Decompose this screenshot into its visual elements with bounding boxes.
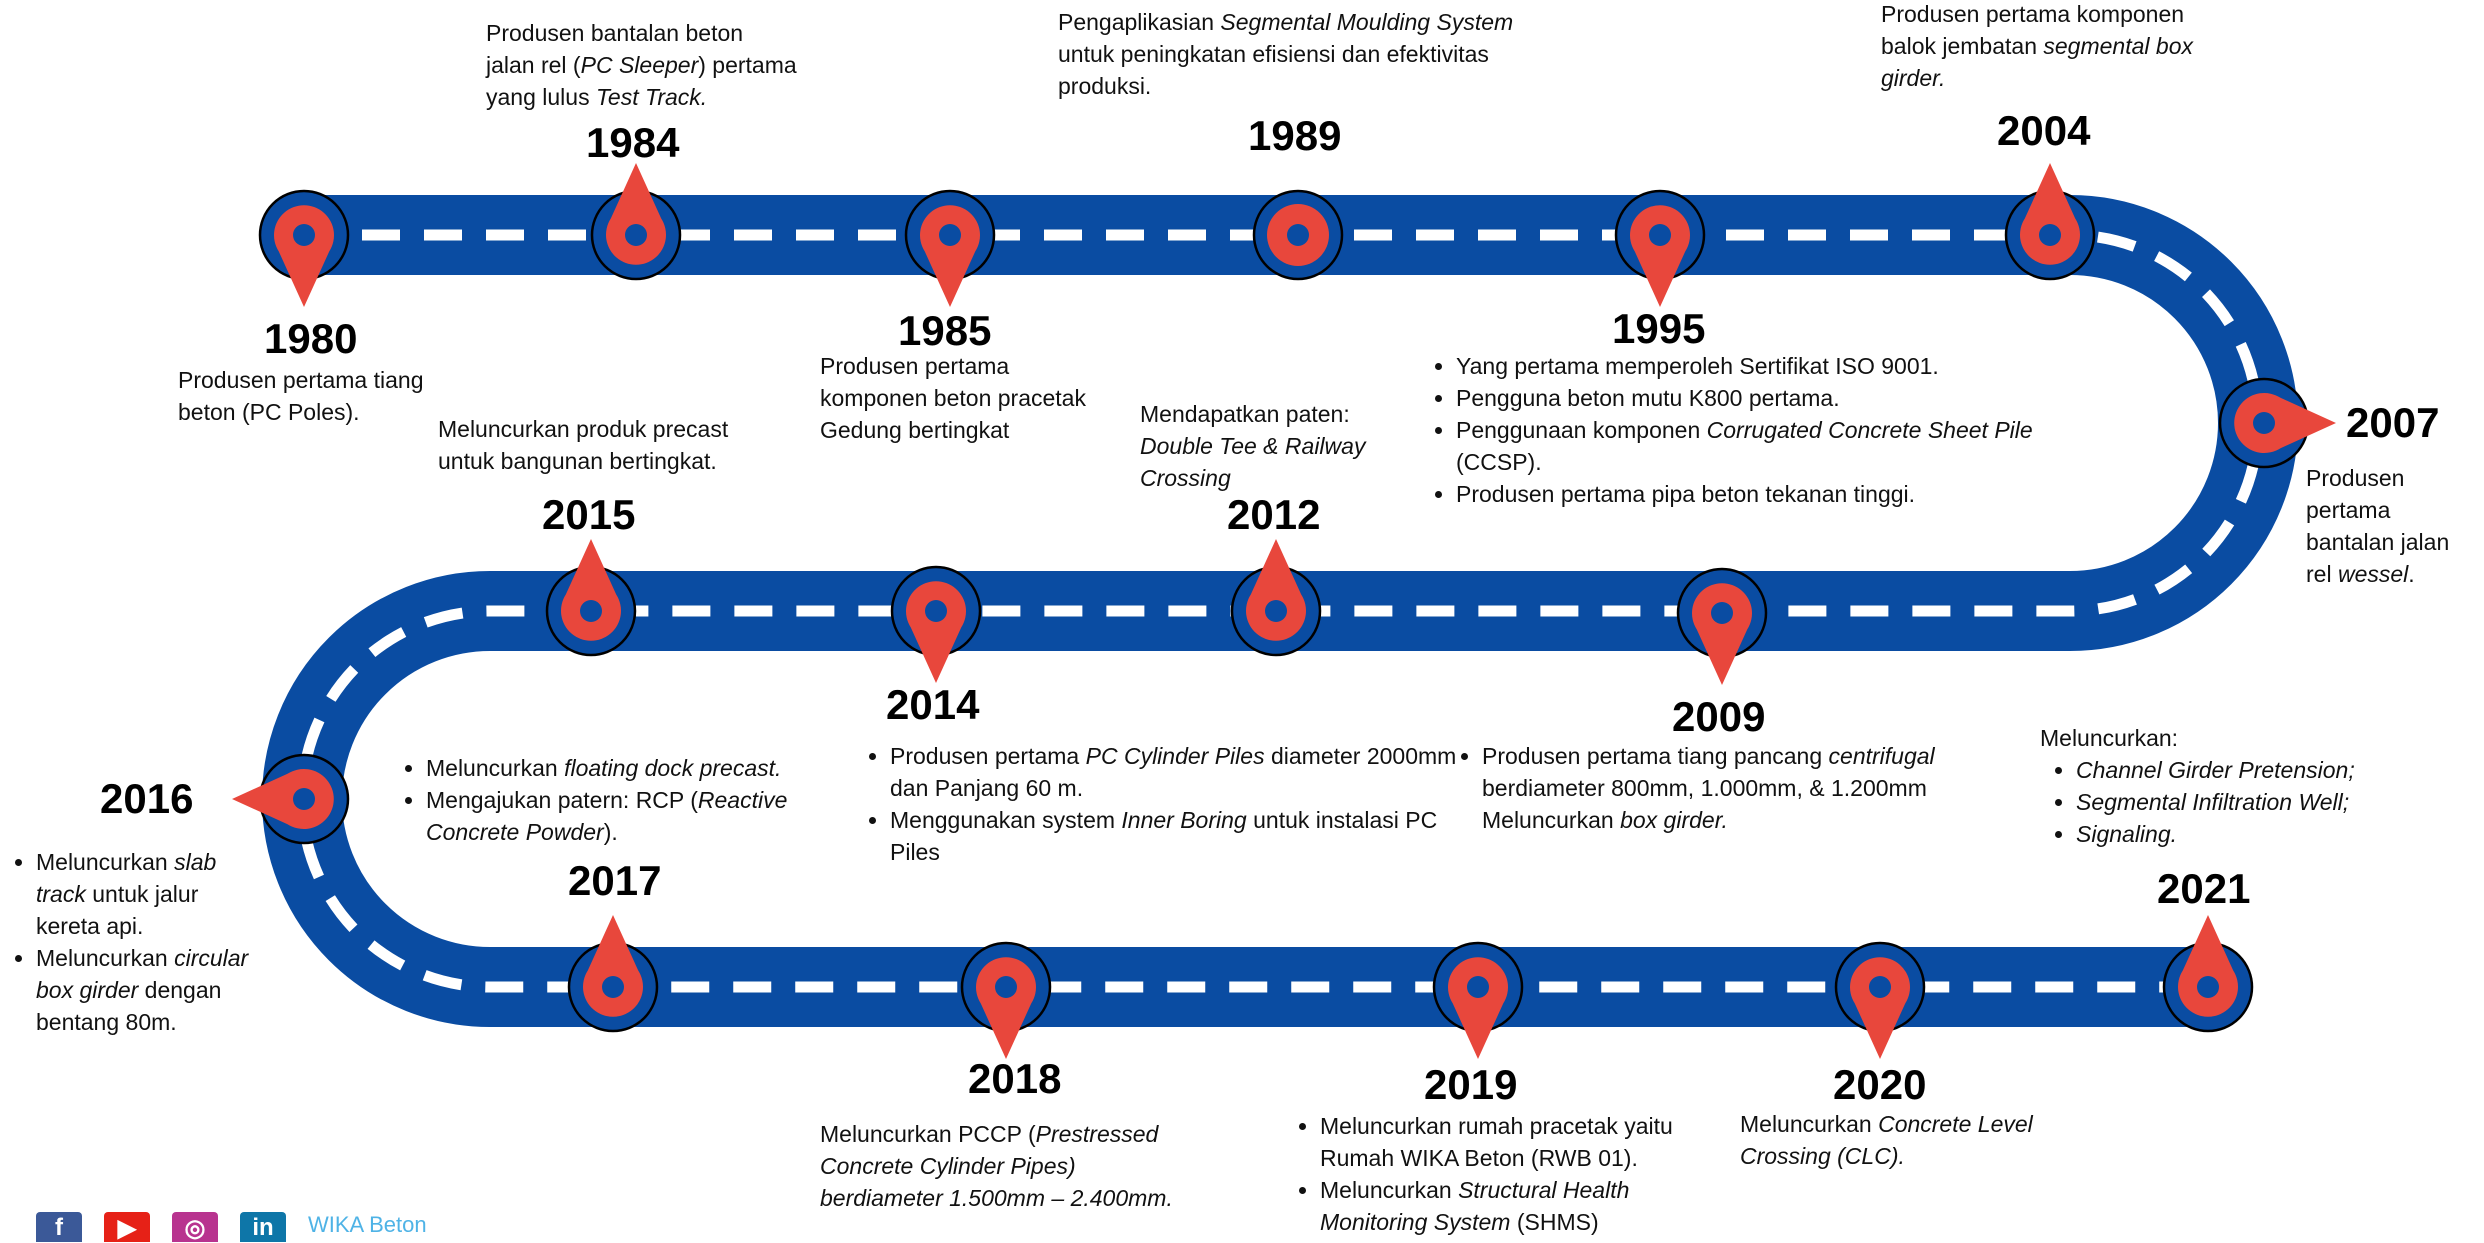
social-bar: f ▶ ◎ in WIKA Beton <box>36 1212 427 1242</box>
pin-marker-2016 <box>232 753 350 845</box>
year-2004: 2004 <box>1997 107 2091 154</box>
pin-marker-1995 <box>1614 189 1706 307</box>
pin-marker-2021 <box>2162 915 2254 1033</box>
year-1984: 1984 <box>586 119 680 166</box>
year-2014: 2014 <box>886 681 980 728</box>
year-2017: 2017 <box>568 857 662 904</box>
year-1995: 1995 <box>1612 305 1706 352</box>
pin-marker-2019 <box>1432 941 1524 1059</box>
year-2016: 2016 <box>100 775 194 822</box>
year-1985: 1985 <box>898 307 992 354</box>
year-1980: 1980 <box>264 315 358 362</box>
brand-link[interactable]: WIKA Beton <box>308 1212 427 1237</box>
desc-2014: Produsen pertama PC Cylinder Piles diame… <box>854 740 1474 868</box>
pin-marker-2014 <box>890 565 982 683</box>
desc-2017: Meluncurkan floating dock precast.Mengaj… <box>390 752 840 848</box>
pin-marker-2009 <box>1676 567 1768 685</box>
instagram-icon[interactable]: ◎ <box>172 1212 218 1242</box>
desc-1995: Yang pertama memperoleh Sertifikat ISO 9… <box>1420 350 2060 510</box>
pin-marker-2004 <box>2004 163 2096 281</box>
pin-marker-2018 <box>960 941 1052 1059</box>
pin-marker-2015 <box>545 539 637 657</box>
pin-marker-1985 <box>904 189 996 307</box>
desc-2019: Meluncurkan rumah pracetak yaitu Rumah W… <box>1284 1110 1724 1238</box>
facebook-icon[interactable]: f <box>36 1212 82 1242</box>
pin-marker-2012 <box>1230 539 1322 657</box>
pin-marker-2007 <box>2218 377 2336 469</box>
pin-marker-2017 <box>567 915 659 1033</box>
linkedin-icon[interactable]: in <box>240 1212 286 1242</box>
desc-2021: Meluncurkan:Channel Girder Pretension;Se… <box>2040 722 2460 850</box>
pin-marker-1980 <box>258 189 350 307</box>
year-1989: 1989 <box>1248 112 1342 159</box>
year-2015: 2015 <box>542 491 636 538</box>
pin-marker-1989 <box>1252 189 1344 281</box>
year-2012: 2012 <box>1227 491 1321 538</box>
year-2019: 2019 <box>1424 1061 1518 1108</box>
year-2020: 2020 <box>1833 1061 1927 1108</box>
youtube-icon[interactable]: ▶ <box>104 1212 150 1242</box>
year-2009: 2009 <box>1672 693 1766 740</box>
year-2021: 2021 <box>2157 865 2251 912</box>
year-2018: 2018 <box>968 1055 1062 1102</box>
desc-1989: Pengaplikasian Segmental Moulding System… <box>1058 9 1514 99</box>
pin-marker-2020 <box>1834 941 1926 1059</box>
pin-marker-1984 <box>590 163 682 281</box>
year-2007: 2007 <box>2346 399 2440 446</box>
desc-2009: Produsen pertama tiang pancang centrifug… <box>1446 740 1986 836</box>
desc-2016: Meluncurkan slab track untuk jalur keret… <box>0 846 254 1038</box>
road-dash-line <box>296 229 2264 993</box>
